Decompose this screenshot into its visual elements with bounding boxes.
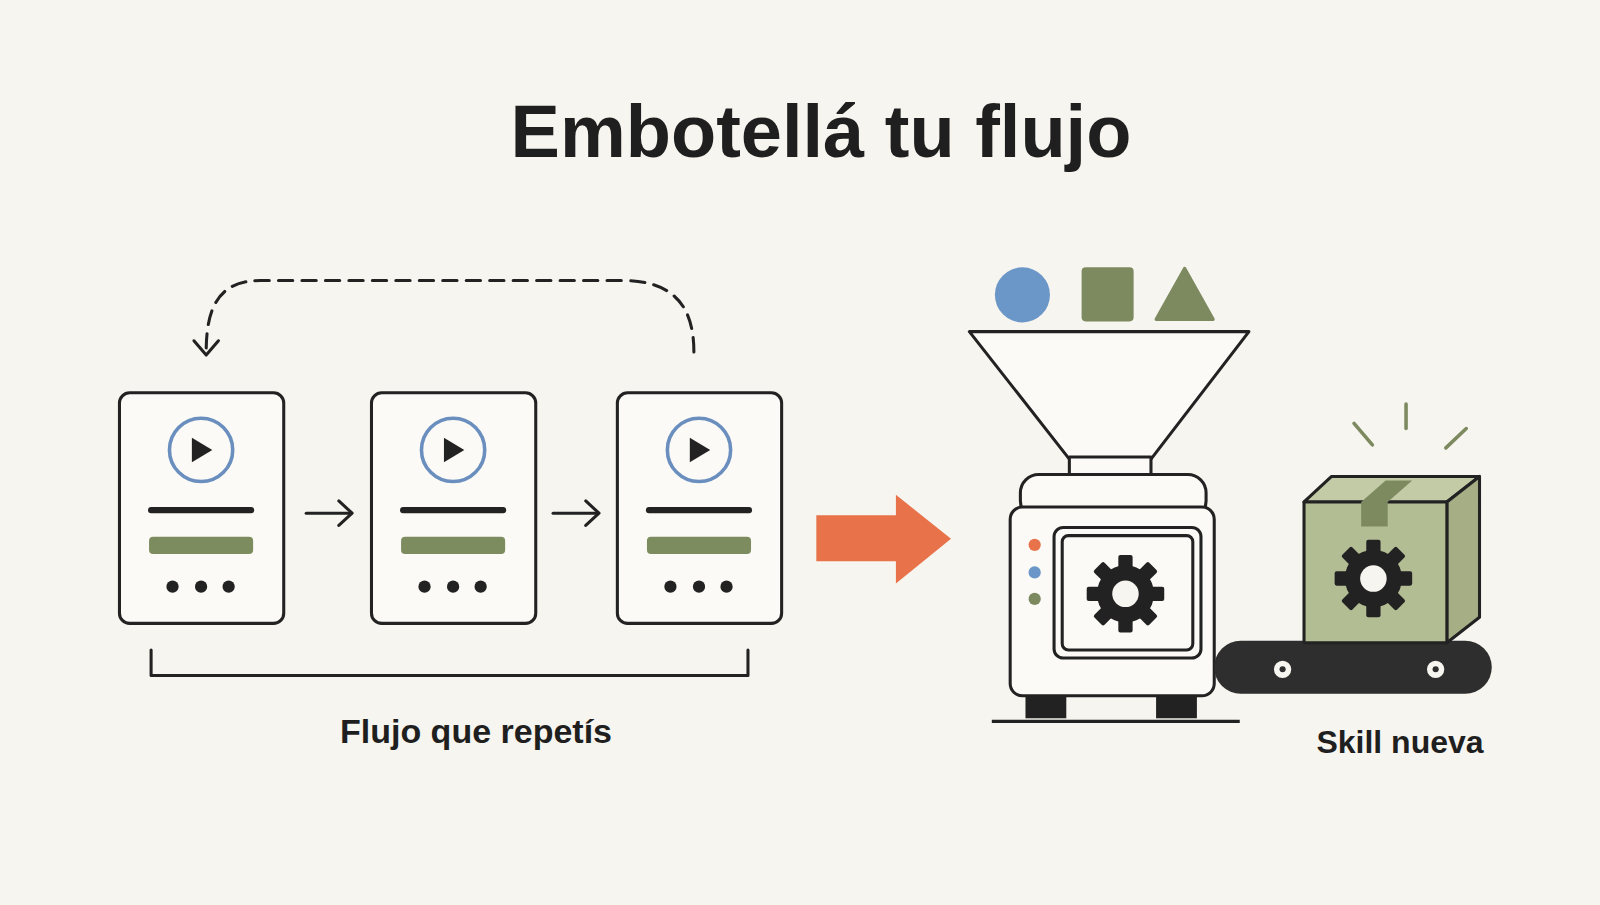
flow-label: Flujo que repetís [340, 712, 612, 751]
diagram-title: Embotellá tu flujo [511, 89, 1132, 174]
output-label: Skill nueva [1316, 724, 1483, 761]
